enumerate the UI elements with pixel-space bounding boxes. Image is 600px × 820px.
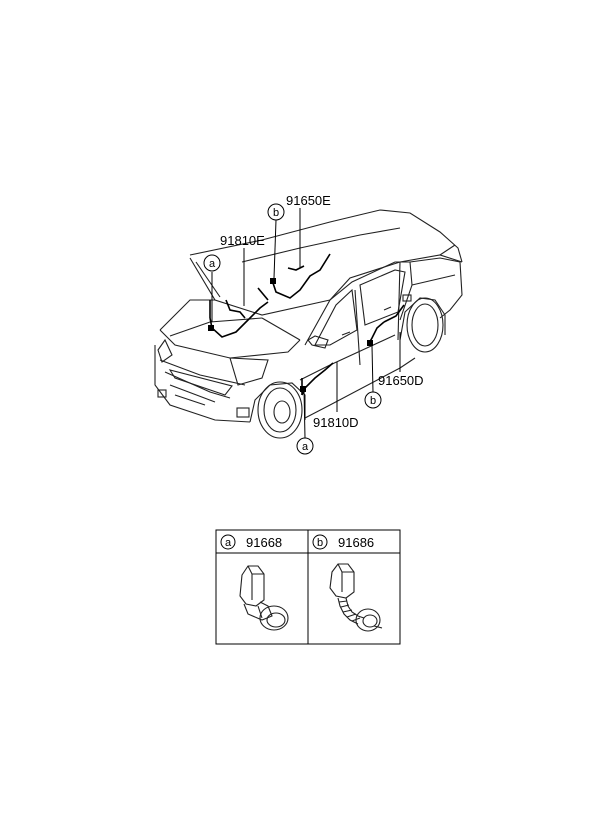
callout-a-top: a <box>203 254 221 272</box>
leader-lines <box>211 208 401 439</box>
callout-a-bottom: a <box>296 437 314 455</box>
grommet-91686-illustration <box>329 563 383 632</box>
legend-cell-b-header: b 91686 <box>312 534 374 550</box>
label-91810E: 91810E <box>220 233 265 248</box>
label-91650E: 91650E <box>286 193 331 208</box>
legend-key-a: a <box>225 537 232 549</box>
label-91810D: 91810D <box>313 415 359 430</box>
wire-harnesses <box>208 253 405 396</box>
callout-a-bottom-letter: a <box>302 441 309 453</box>
callout-b-top-letter: b <box>273 207 279 219</box>
legend-cell-a-header: a 91668 <box>220 534 282 550</box>
legend-part-91668: 91668 <box>246 535 282 550</box>
grommet-91668-illustration <box>239 565 289 631</box>
callout-b-top: b <box>267 203 285 221</box>
car-illustration <box>154 209 463 439</box>
callout-a-top-letter: a <box>209 258 216 270</box>
legend-key-b: b <box>317 537 323 549</box>
legend-part-91686: 91686 <box>338 535 374 550</box>
callout-b-bottom-letter: b <box>370 395 376 407</box>
parts-legend-table: a 91668 b 91686 <box>215 529 401 645</box>
label-91650D: 91650D <box>378 373 424 388</box>
callout-b-bottom: b <box>364 391 382 409</box>
